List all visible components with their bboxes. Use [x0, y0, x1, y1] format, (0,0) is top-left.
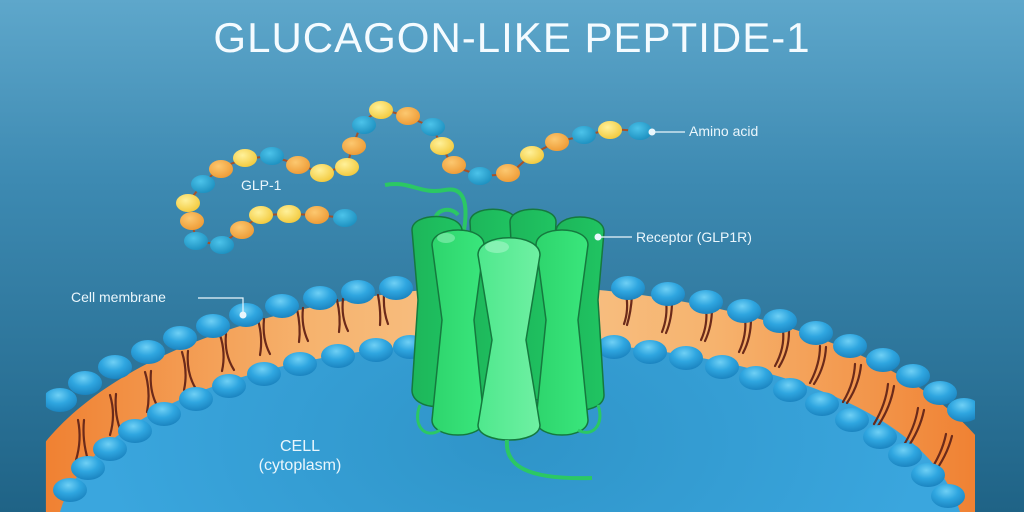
cell-membrane-label: Cell membrane — [71, 289, 166, 305]
leader-lines — [198, 128, 685, 319]
receptor-label: Receptor (GLP1R) — [636, 229, 752, 245]
page-title: GLUCAGON-LIKE PEPTIDE-1 — [213, 14, 811, 61]
cell-label-line1: CELL — [279, 438, 321, 455]
outer-phospholipid-heads — [45, 276, 975, 422]
amino-acid-label: Amino acid — [689, 123, 759, 139]
glp1-peptide-chain — [176, 101, 652, 254]
inner-phospholipid-heads — [53, 335, 965, 508]
glp1-label: GLP-1 — [241, 177, 282, 193]
cell-label-line2: (cytoplasm) — [258, 457, 342, 474]
cell-label: CELL (cytoplasm) — [240, 437, 360, 475]
glp1-receptor — [384, 182, 605, 481]
